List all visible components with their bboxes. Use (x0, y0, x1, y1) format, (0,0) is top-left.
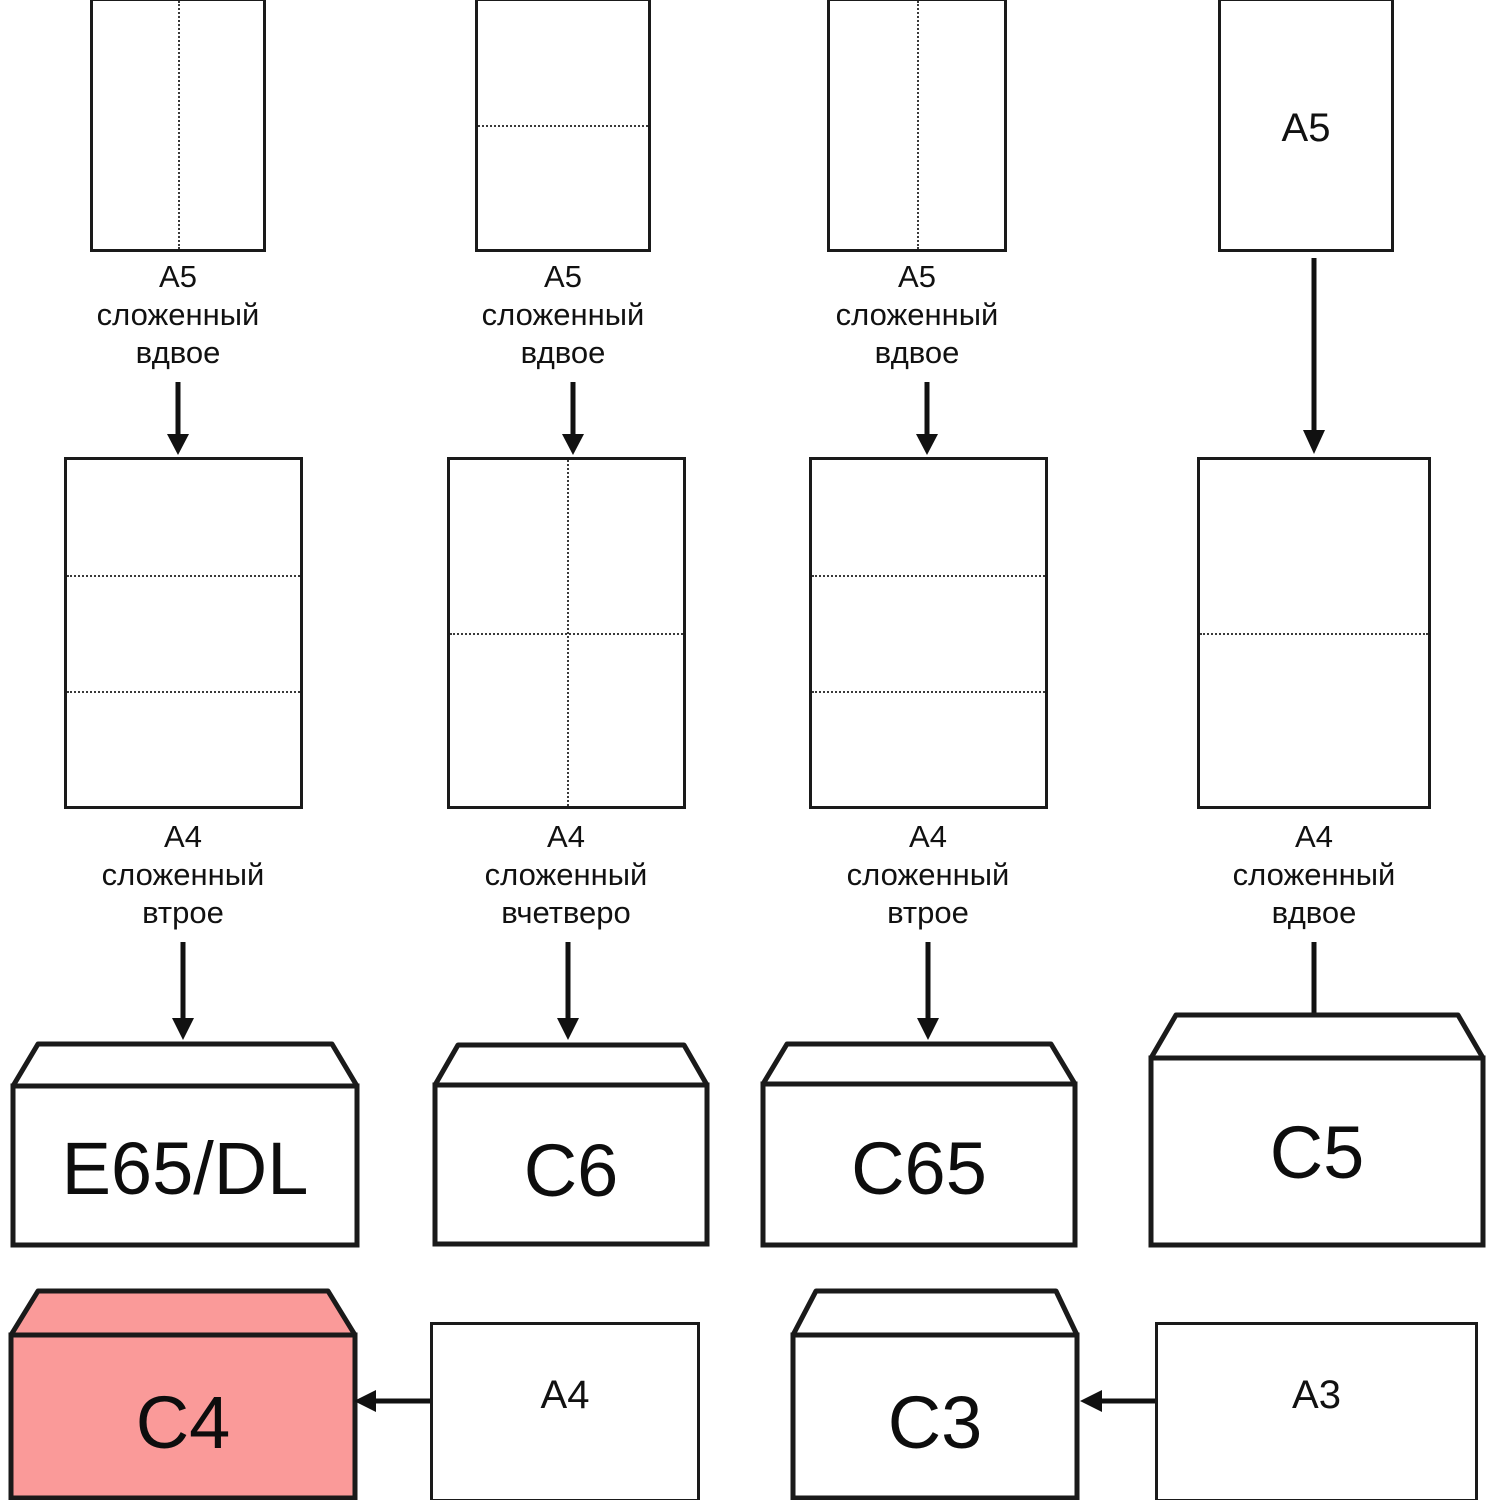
envelope-c6-label: C6 (523, 1129, 619, 1212)
arrow-left-icon (352, 1384, 430, 1418)
sheet-row2-col3 (809, 457, 1048, 809)
fold-line-vertical (917, 1, 919, 249)
envelope-c3-label: C3 (887, 1381, 983, 1464)
arrow-down-icon (161, 382, 195, 456)
arrow-down-icon (911, 942, 945, 1042)
arrow-left-icon (1078, 1384, 1156, 1418)
sheet-row1-col2 (475, 0, 651, 252)
envelope-c65-label: C65 (851, 1127, 987, 1210)
caption-row1-col1: A5 сложенный вдвое (96, 259, 260, 371)
fold-line-horizontal (812, 575, 1045, 578)
sheet-row1-col4-label: A5 (1281, 106, 1331, 150)
caption-row2-col4: A4 сложенный вдвое (1232, 819, 1396, 931)
envelope-c6: C6 (432, 1040, 710, 1247)
fold-line-horizontal (478, 125, 648, 127)
caption-row1-col3: A5 сложенный вдвое (835, 259, 999, 371)
sheet-row2-col2 (447, 457, 686, 809)
envelope-c3: C3 (790, 1285, 1080, 1500)
arrow-down-icon (910, 382, 944, 456)
envelope-e65-dl: E65/DL (10, 1038, 360, 1248)
sheet-row1-col4: A5 (1218, 0, 1394, 252)
sheet-row1-col1 (90, 0, 266, 252)
envelope-e65-dl-label: E65/DL (61, 1127, 309, 1210)
arrow-down-icon (556, 382, 590, 456)
fold-line-horizontal (1200, 633, 1428, 635)
envelope-c4: C4 (8, 1285, 358, 1500)
arrow-down-icon (166, 942, 200, 1042)
envelope-c4-label: C4 (135, 1381, 231, 1464)
caption-row2-col2: A4 сложенный вчетверо (484, 819, 648, 931)
sheet-row4-a4: A4 (430, 1322, 700, 1500)
envelope-c5: C5 (1148, 1010, 1486, 1248)
envelope-c5-label: C5 (1269, 1111, 1365, 1194)
sheet-row2-col4 (1197, 457, 1431, 809)
fold-line-horizontal (812, 690, 1045, 693)
caption-row2-col3: A4 сложенный втрое (846, 819, 1010, 931)
envelope-c65: C65 (760, 1038, 1078, 1248)
fold-line-vertical (178, 1, 180, 249)
caption-row1-col2: A5 сложенный вдвое (481, 259, 645, 371)
fold-line-vertical (566, 460, 569, 806)
sheet-row1-col3 (827, 0, 1007, 252)
sheet-row2-col1 (64, 457, 303, 809)
sheet-row4-a3-label: A3 (1292, 1373, 1341, 1417)
sheet-row4-a4-label: A4 (540, 1373, 590, 1417)
fold-line-horizontal (67, 575, 300, 578)
caption-row2-col1: A4 сложенный втрое (101, 819, 265, 931)
fold-line-horizontal (67, 690, 300, 693)
arrow-down-icon (1297, 258, 1331, 456)
arrow-down-icon (551, 942, 585, 1042)
sheet-row4-a3: A3 (1155, 1322, 1478, 1500)
